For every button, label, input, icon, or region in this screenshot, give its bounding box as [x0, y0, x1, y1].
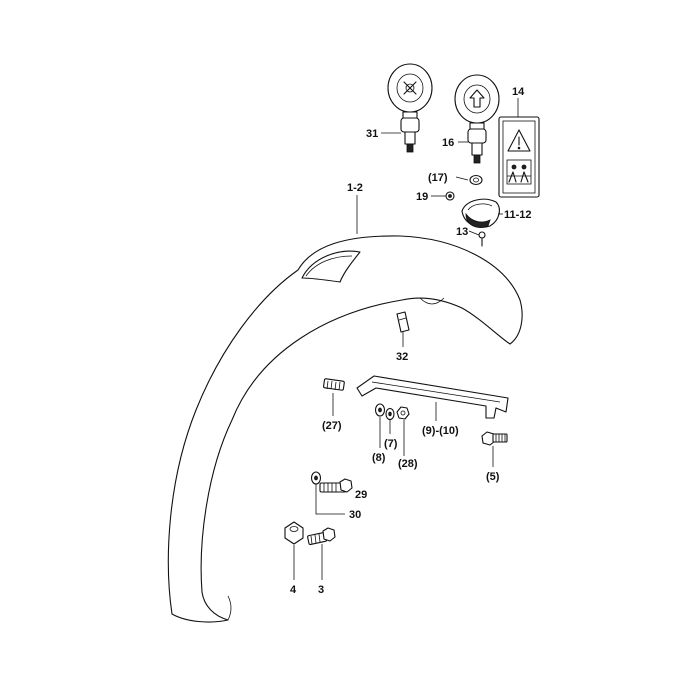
operator-pictogram-icon [506, 159, 532, 185]
bolt-5 [481, 431, 508, 446]
label-31: 31 [366, 128, 378, 140]
emblem-knob-31 [387, 63, 433, 153]
label-11-12: 11-12 [504, 209, 532, 221]
label-4: 4 [290, 584, 297, 596]
stay-bracket-9-10 [356, 375, 509, 419]
label-7: (7) [384, 438, 398, 450]
bolt-27 [323, 378, 345, 391]
label-14: 14 [512, 86, 525, 98]
warning-triangle-icon [507, 129, 531, 152]
label-32: 32 [396, 351, 408, 363]
label-29: 29 [355, 489, 367, 501]
spacer-4 [284, 521, 304, 545]
grommet-17 [469, 174, 483, 186]
arrow-up-emblem-icon [469, 89, 485, 108]
label-27: (27) [322, 420, 342, 432]
label-30: 30 [349, 509, 361, 521]
leader-lines [293, 98, 519, 580]
nut-19 [445, 191, 455, 201]
washer-7 [385, 407, 395, 421]
warning-sticker-14 [498, 116, 540, 198]
emblem-knob-16 [454, 74, 500, 164]
label-1-2: 1-2 [347, 182, 363, 194]
label-3: 3 [318, 584, 324, 596]
label-16: 16 [442, 137, 454, 149]
bolt-29 [319, 478, 353, 493]
clip-32 [396, 311, 410, 333]
callout-labels: 1-2 31 16 14 (17) 19 11-12 13 32 (27) (9… [290, 86, 532, 596]
label-5: (5) [486, 471, 500, 483]
screw-13 [478, 231, 486, 247]
front-fender [167, 235, 523, 623]
washer-30 [310, 471, 322, 485]
label-19: 19 [416, 191, 428, 203]
label-17: (17) [428, 172, 448, 184]
label-28: (28) [398, 458, 418, 470]
label-8: (8) [372, 452, 386, 464]
label-9-10: (9)-(10) [422, 425, 459, 437]
gear-cross-emblem-icon [403, 81, 417, 95]
bolt-3 [307, 527, 336, 546]
reflector-bracket-11-12 [461, 198, 500, 228]
label-13: 13 [456, 226, 468, 238]
washer-8 [374, 403, 386, 417]
nut-28 [396, 406, 410, 420]
